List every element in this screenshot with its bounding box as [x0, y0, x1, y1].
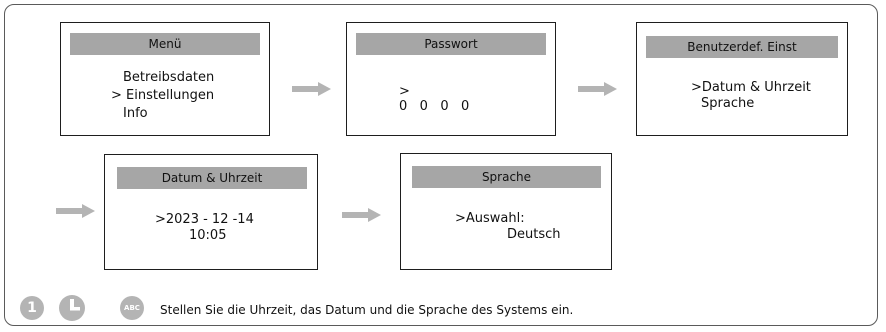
arrow-right-icon — [578, 82, 617, 96]
menu-item-einstellungen: > Einstellungen — [111, 88, 215, 103]
datum-date: >2023 - 12 -14 — [155, 212, 254, 227]
datum-time: 10:05 — [189, 228, 227, 243]
clock-icon — [59, 295, 85, 321]
screen-menu: Menü Betreibsdaten > Einstellungen Info — [60, 22, 270, 136]
sprache-deutsch: Deutsch — [507, 227, 561, 242]
arrow-right-icon — [292, 82, 331, 96]
abc-icon: ABC — [120, 296, 144, 320]
step-number: 1 — [27, 300, 37, 316]
screen-passwort: Passwort > 0 0 0 0 — [346, 22, 556, 136]
screen-datum-title: Datum & Uhrzeit — [117, 167, 307, 189]
screen-passwort-title: Passwort — [356, 33, 546, 55]
benutzerdef-sprache: Sprache — [701, 96, 755, 111]
menu-item-betreibsdaten: Betreibsdaten — [123, 70, 215, 85]
benutzerdef-datum: >Datum & Uhrzeit — [691, 80, 811, 95]
arrow-right-icon — [342, 208, 381, 222]
arrow-right-icon — [56, 204, 95, 218]
screen-datum-uhrzeit: Datum & Uhrzeit >2023 - 12 -14 10:05 — [104, 154, 318, 270]
passwort-digits: 0 0 0 0 — [399, 99, 470, 114]
screen-benutzerdef-title: Benutzerdef. Einst — [646, 36, 838, 58]
screen-benutzerdef: Benutzerdef. Einst >Datum & Uhrzeit Spra… — [636, 22, 848, 136]
menu-item-info: Info — [123, 106, 148, 121]
number-badge-icon: 1 — [20, 296, 44, 320]
abc-label: ABC — [124, 304, 140, 312]
screen-menu-title: Menü — [70, 33, 260, 55]
screen-sprache-title: Sprache — [412, 166, 601, 188]
instruction-text: Stellen Sie die Uhrzeit, das Datum und d… — [160, 303, 574, 317]
screen-sprache: Sprache >Auswahl: Deutsch — [400, 153, 612, 270]
passwort-cursor: > — [399, 84, 410, 99]
outer-frame — [4, 4, 878, 326]
sprache-auswahl: >Auswahl: — [455, 211, 525, 226]
